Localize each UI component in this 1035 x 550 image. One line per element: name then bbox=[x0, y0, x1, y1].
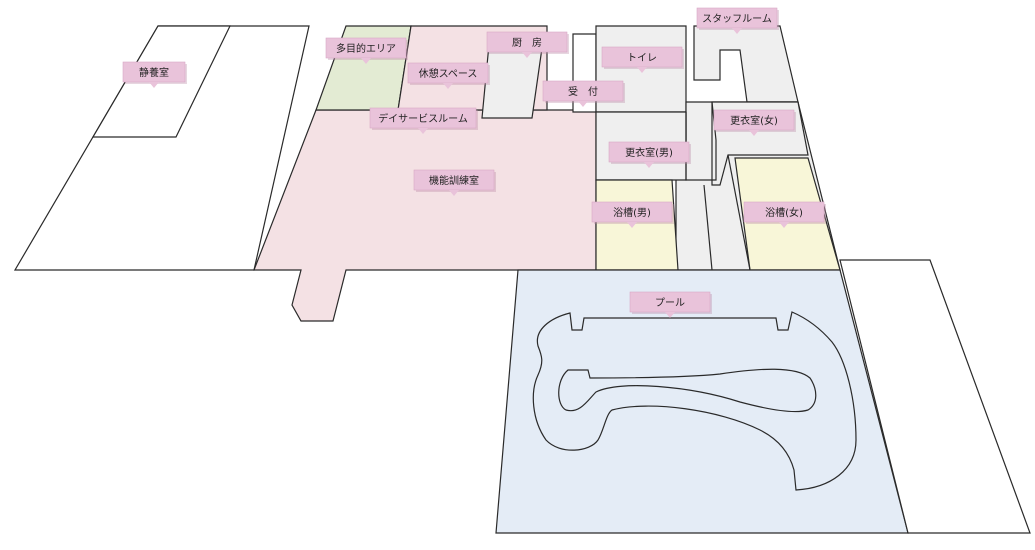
room-label-text: 休憩スペース bbox=[419, 67, 478, 80]
kitchen-label: 厨 房 bbox=[486, 31, 569, 58]
room-label-text: 多目的エリア bbox=[336, 42, 396, 55]
pool-basin bbox=[532, 311, 857, 491]
room-label-text: 静養室 bbox=[139, 66, 169, 79]
rest-space-label: 休憩スペース bbox=[407, 62, 490, 89]
bath-women-label: 浴槽(女) bbox=[743, 201, 826, 228]
room-label-text: デイサービスルーム bbox=[378, 112, 468, 125]
room-label-text: 機能訓練室 bbox=[429, 174, 479, 187]
reception-label: 受 付 bbox=[542, 80, 625, 107]
label-pointer bbox=[361, 58, 371, 64]
room-label-text: 浴槽(男) bbox=[613, 206, 651, 219]
day-service-room-label: デイサービスルーム bbox=[369, 107, 478, 134]
room-label-text: 厨 房 bbox=[512, 36, 542, 49]
room-label-text: スタッフルーム bbox=[702, 13, 772, 25]
label-pointer bbox=[443, 83, 453, 89]
room-label-text: 更衣室(女) bbox=[730, 114, 778, 127]
label-pointer bbox=[627, 222, 637, 228]
locker-room-men-label: 更衣室(男) bbox=[608, 141, 691, 168]
room-label-text: プール bbox=[655, 297, 685, 309]
label-pointer bbox=[749, 130, 759, 136]
locker-room-women-label: 更衣室(女) bbox=[713, 109, 796, 136]
bath-men-area bbox=[595, 179, 679, 271]
staff-room-area bbox=[693, 25, 799, 103]
label-pointer bbox=[578, 101, 588, 107]
room-label-text: トイレ bbox=[627, 53, 657, 64]
label-pointer bbox=[779, 222, 789, 228]
label-pointer bbox=[449, 190, 459, 196]
pool-label: プール bbox=[629, 291, 712, 318]
label-pointer bbox=[637, 67, 647, 73]
label-pointer bbox=[418, 128, 428, 134]
divider-wall bbox=[703, 184, 713, 271]
room-label-text: 受 付 bbox=[568, 85, 598, 98]
label-pointer bbox=[665, 312, 675, 318]
multipurpose-area-label: 多目的エリア bbox=[325, 37, 408, 64]
pool-lane bbox=[558, 368, 817, 413]
label-pointer bbox=[732, 28, 742, 34]
room-label-text: 浴槽(女) bbox=[765, 206, 803, 219]
room-label-text: 更衣室(男) bbox=[625, 146, 673, 159]
label-pointer bbox=[149, 82, 159, 88]
quiet-room-label: 静養室 bbox=[122, 61, 187, 88]
bath-men-label: 浴槽(男) bbox=[591, 201, 674, 228]
label-pointer bbox=[522, 52, 532, 58]
divider-wall bbox=[727, 154, 751, 271]
toilet-label: トイレ bbox=[601, 46, 684, 73]
staff-room-label: スタッフルーム bbox=[696, 7, 779, 34]
training-room-label: 機能訓練室 bbox=[413, 169, 496, 196]
label-pointer bbox=[644, 162, 654, 168]
east-wing-area bbox=[839, 259, 1031, 534]
